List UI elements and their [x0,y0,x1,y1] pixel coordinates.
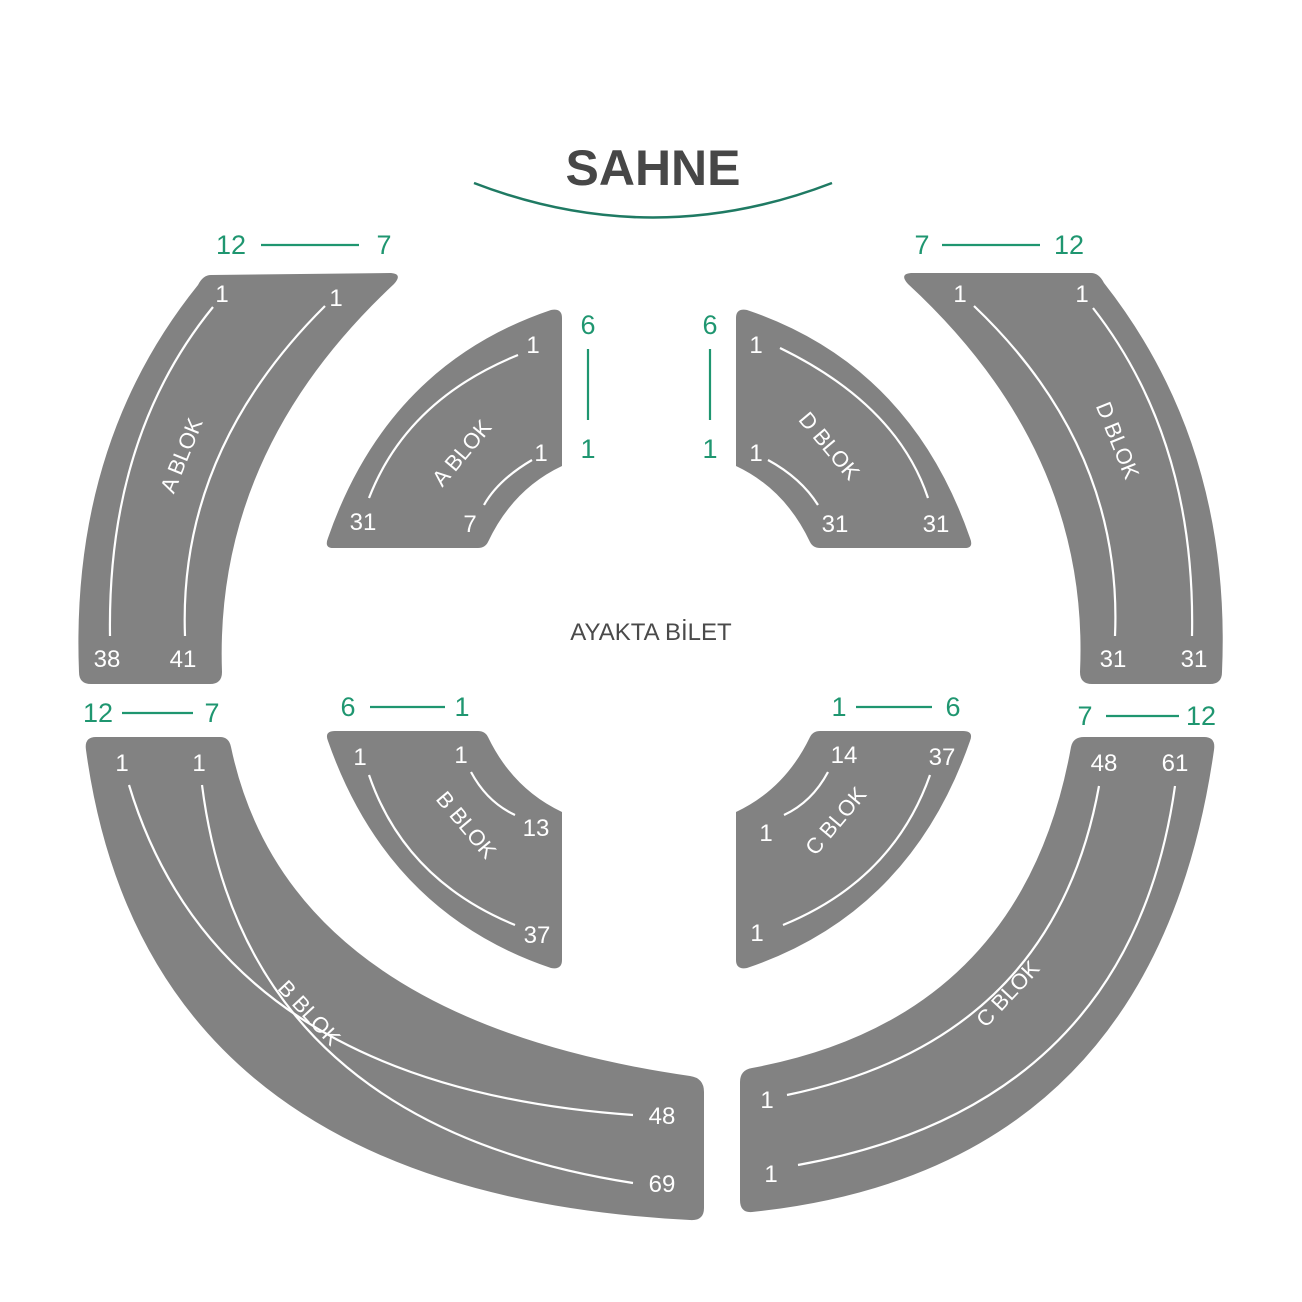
row-to-label: 12 [1054,230,1084,260]
seat-number: 61 [1162,750,1189,777]
stage-arc [473,181,833,219]
seat-row-line [779,347,930,499]
seat-number: 48 [649,1103,676,1130]
seat-row-line [200,784,634,1185]
seat-number: 31 [1181,646,1208,673]
outer-c-blok[interactable]: 48 61 1 1 C BLOK [740,737,1215,1213]
row-from-label: 6 [580,310,595,340]
outer-b-blok[interactable]: 1 1 48 69 B BLOK [85,737,704,1221]
seat-number: 31 [923,511,950,538]
row-range-inner-d: 6 1 [702,310,717,464]
seat-number: 1 [526,332,539,359]
outer-d-blok[interactable]: 1 1 31 31 D BLOK [904,273,1223,684]
row-from-label: 7 [914,230,929,260]
standing-area-label: AYAKTA BİLET [570,619,732,646]
inner-d-blok-shape[interactable] [736,309,972,548]
seat-number: 31 [822,511,849,538]
outer-d-blok-shape[interactable] [904,273,1223,684]
seat-row-line [786,785,1101,1097]
row-from-label: 6 [340,692,355,722]
seat-number: 1 [192,750,205,777]
inner-a-blok[interactable]: 1 1 31 7 A BLOK [326,309,562,548]
seat-row-line [797,785,1177,1167]
row-range-outer-a: 12 7 [216,230,392,260]
seat-number: 31 [350,509,377,536]
seat-number: 1 [454,742,467,769]
row-from-label: 1 [831,692,846,722]
seat-number: 1 [329,285,342,312]
seat-row-line [782,774,932,927]
seat-row-line [108,306,214,637]
seat-row-line [183,305,326,637]
seat-number: 37 [929,744,956,771]
seat-number: 37 [524,922,551,949]
outer-c-blok-shape[interactable] [740,737,1215,1213]
outer-b-blok-shape[interactable] [85,737,704,1221]
seat-row-line [470,771,516,816]
seat-number: 1 [115,750,128,777]
inner-c-blok-shape[interactable] [736,731,972,969]
seat-number: 13 [523,815,550,842]
seat-number: 1 [749,440,762,467]
row-to-label: 6 [945,692,960,722]
inner-d-blok[interactable]: 1 1 31 31 D BLOK [736,309,972,548]
seat-number: 7 [463,511,476,538]
seat-number: 31 [1100,646,1127,673]
seat-row-line [367,353,519,499]
row-from-label: 12 [83,698,113,728]
seat-number: 1 [534,440,547,467]
row-to-label: 7 [204,698,219,728]
row-to-label: 7 [376,230,391,260]
inner-c-blok[interactable]: 14 37 1 1 C BLOK [736,731,972,969]
row-from-label: 6 [702,310,717,340]
seat-number: 1 [749,332,762,359]
seat-number: 1 [759,820,772,847]
row-range-outer-c: 7 12 [1077,701,1216,731]
inner-b-blok[interactable]: 1 1 13 37 B BLOK [326,731,562,969]
seat-row-line [367,774,516,927]
seat-number: 1 [215,281,228,308]
row-from-label: 7 [1077,701,1092,731]
seat-number: 41 [170,646,197,673]
row-to-label: 1 [454,692,469,722]
row-range-inner-c: 1 6 [831,692,960,722]
seat-row-line [783,771,829,816]
stage-label: SAHNE [565,140,740,196]
outer-a-blok[interactable]: 1 1 38 41 A BLOK [78,273,398,684]
seat-number: 1 [953,281,966,308]
row-to-label: 1 [580,434,595,464]
inner-a-blok-shape[interactable] [326,309,562,548]
row-from-label: 12 [216,230,246,260]
seat-row-line [483,459,533,506]
seat-number: 14 [831,742,858,769]
seat-number: 69 [649,1171,676,1198]
seat-number: 48 [1091,750,1118,777]
row-to-label: 1 [702,434,717,464]
seat-number: 1 [353,744,366,771]
inner-b-blok-shape[interactable] [326,731,562,969]
seat-number: 1 [750,920,763,947]
row-range-outer-b: 12 7 [83,698,220,728]
seat-row-line [767,459,819,506]
row-to-label: 12 [1186,701,1216,731]
seat-number: 38 [94,646,121,673]
outer-a-blok-shape[interactable] [78,273,398,684]
row-range-inner-a: 6 1 [580,310,595,464]
seat-number: 1 [1075,281,1088,308]
seat-number: 1 [764,1161,777,1188]
row-range-outer-d: 7 12 [914,230,1084,260]
row-range-inner-b: 6 1 [340,692,469,722]
seat-row-line [127,784,634,1117]
seat-number: 1 [760,1087,773,1114]
seat-row-line [1092,307,1194,637]
seat-row-line [973,305,1117,637]
